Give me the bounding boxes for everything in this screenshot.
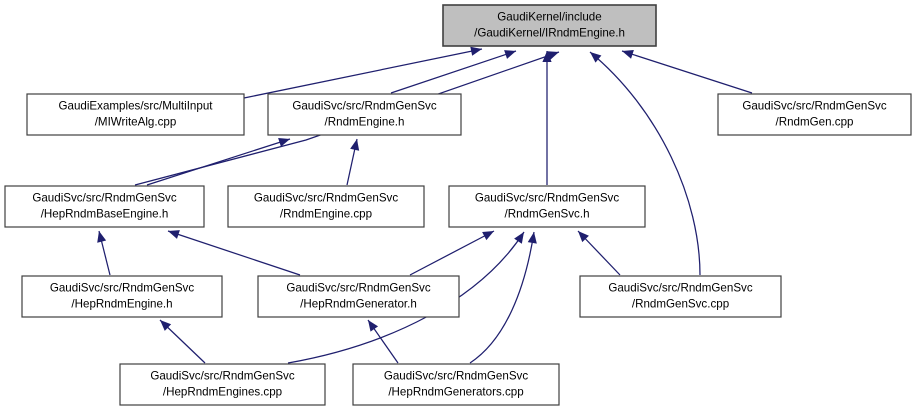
edge-line — [390, 50, 517, 94]
dependency-edge — [621, 50, 753, 94]
dependency-edge — [159, 319, 206, 364]
graph-node-irndmengine[interactable]: GaudiKernel/include/GaudiKernel/IRndmEng… — [442, 4, 657, 47]
edge-arrowhead — [578, 231, 589, 243]
edge-line — [243, 48, 483, 99]
node-label-line2: /GaudiKernel/IRndmEngine.h — [474, 27, 625, 40]
dependency-edge — [146, 137, 291, 186]
node-box[interactable] — [26, 93, 245, 136]
edge-line — [409, 230, 495, 276]
edge-arrowhead — [622, 50, 634, 59]
edge-line — [469, 231, 535, 364]
edge-arrowhead — [527, 232, 537, 244]
node-label-line1: GaudiSvc/src/RndmGenSvc — [292, 100, 437, 113]
node-label-line1: GaudiSvc/src/RndmGenSvc — [50, 282, 195, 295]
edge-line — [621, 50, 753, 94]
graph-node-heprndmengine_h[interactable]: GaudiSvc/src/RndmGenSvc/HepRndmEngine.h — [21, 275, 223, 318]
dependency-edge — [469, 231, 537, 364]
graph-node-heprndmgenerators_cpp[interactable]: GaudiSvc/src/RndmGenSvc/HepRndmGenerator… — [352, 363, 560, 406]
graph-node-heprndmbaseengine_h[interactable]: GaudiSvc/src/RndmGenSvc/HepRndmBaseEngin… — [4, 185, 205, 228]
node-label-line1: GaudiKernel/include — [497, 11, 601, 24]
edge-arrowhead — [368, 320, 379, 332]
node-label-line2: /HepRndmBaseEngine.h — [41, 208, 169, 221]
edge-line — [589, 51, 701, 276]
node-label-line2: /HepRndmEngines.cpp — [163, 386, 282, 399]
edge-arrowhead — [168, 230, 180, 239]
edge-arrowhead — [514, 232, 524, 244]
edge-line — [167, 230, 301, 276]
node-label-line2: /RndmGenSvc.cpp — [632, 298, 729, 311]
node-label-line2: /RndmEngine.h — [325, 116, 405, 129]
node-label-line1: GaudiSvc/src/RndmGenSvc — [286, 282, 431, 295]
node-box[interactable] — [579, 275, 782, 318]
node-box[interactable] — [4, 185, 205, 228]
edge-arrowhead — [160, 320, 172, 331]
dependency-edge — [97, 230, 111, 276]
graph-node-rndmengine_cpp[interactable]: GaudiSvc/src/RndmGenSvc/RndmEngine.cpp — [227, 185, 425, 228]
dependency-edge — [346, 138, 360, 186]
edge-arrowhead — [350, 139, 360, 151]
node-box[interactable] — [227, 185, 425, 228]
node-box[interactable] — [21, 275, 223, 318]
dependency-edge — [542, 51, 552, 185]
graph-node-heprndmengines_cpp[interactable]: GaudiSvc/src/RndmGenSvc/HepRndmEngines.c… — [119, 363, 326, 406]
node-box[interactable] — [257, 275, 460, 318]
node-box[interactable] — [717, 93, 912, 136]
node-label-line1: GaudiSvc/src/RndmGenSvc — [475, 192, 620, 205]
graph-node-rndmgen_cpp[interactable]: GaudiSvc/src/RndmGenSvc/RndmGen.cpp — [717, 93, 912, 136]
edge-arrowhead — [482, 231, 494, 241]
dependency-edge — [390, 50, 517, 94]
edge-arrowhead — [504, 50, 516, 59]
graph-node-heprndmgenerator_h[interactable]: GaudiSvc/src/RndmGenSvc/HepRndmGenerator… — [257, 275, 460, 318]
node-label-line1: GaudiSvc/src/RndmGenSvc — [150, 370, 295, 383]
node-label-line2: /HepRndmEngine.h — [71, 298, 172, 311]
graph-node-rndmgensvc_h[interactable]: GaudiSvc/src/RndmGenSvc/RndmGenSvc.h — [448, 185, 646, 228]
node-label-line2: /MIWriteAlg.cpp — [95, 116, 177, 129]
node-label-line2: /RndmGen.cpp — [776, 116, 854, 129]
edge-arrowhead — [590, 52, 602, 63]
node-box[interactable] — [448, 185, 646, 228]
nodes-layer: GaudiKernel/include/GaudiKernel/IRndmEng… — [4, 4, 912, 406]
node-label-line1: GaudiExamples/src/MultiInput — [58, 100, 213, 113]
node-label-line1: GaudiSvc/src/RndmGenSvc — [254, 192, 399, 205]
edges-layer — [97, 46, 753, 364]
node-label-line1: GaudiSvc/src/RndmGenSvc — [384, 370, 529, 383]
node-label-line1: GaudiSvc/src/RndmGenSvc — [742, 100, 887, 113]
node-label-line1: GaudiSvc/src/RndmGenSvc — [32, 192, 177, 205]
node-box[interactable] — [442, 4, 657, 47]
node-label-line1: GaudiSvc/src/RndmGenSvc — [608, 282, 753, 295]
dependency-edge — [367, 319, 399, 364]
node-label-line2: /RndmGenSvc.h — [504, 208, 589, 221]
edge-arrowhead — [547, 51, 559, 60]
node-box[interactable] — [119, 363, 326, 406]
node-label-line2: /RndmEngine.cpp — [280, 208, 372, 221]
node-label-line2: /HepRndmGenerator.h — [300, 298, 417, 311]
node-box[interactable] — [352, 363, 560, 406]
dependency-edge — [589, 51, 701, 276]
edge-arrowhead — [97, 231, 107, 243]
graph-node-rndmengine_h[interactable]: GaudiSvc/src/RndmGenSvc/RndmEngine.h — [267, 93, 462, 136]
graph-node-rndmgensvc_cpp[interactable]: GaudiSvc/src/RndmGenSvc/RndmGenSvc.cpp — [579, 275, 782, 318]
dependency-edge — [409, 230, 495, 276]
node-box[interactable] — [267, 93, 462, 136]
edge-arrowhead — [278, 137, 290, 147]
graph-node-miwritealg[interactable]: GaudiExamples/src/MultiInput/MIWriteAlg.… — [26, 93, 245, 136]
dependency-edge — [577, 230, 621, 276]
dependency-edge — [167, 230, 301, 276]
edge-line — [146, 138, 291, 186]
dependency-edge — [243, 46, 483, 99]
edge-arrowhead — [470, 46, 482, 56]
node-label-line2: /HepRndmGenerators.cpp — [388, 386, 523, 399]
